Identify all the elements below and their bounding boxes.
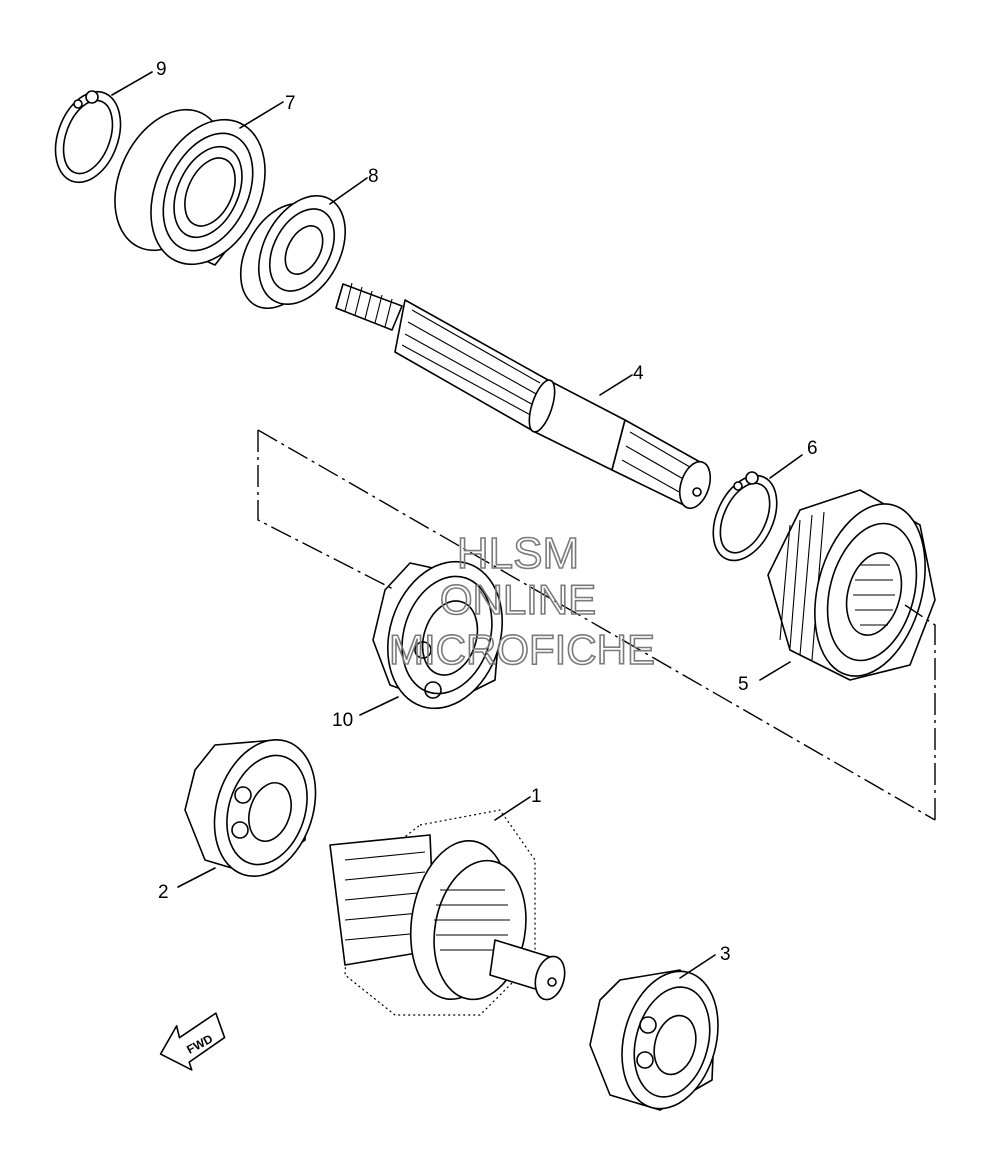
part-4-shaft[interactable] <box>335 282 716 512</box>
watermark-line-2: ONLINE <box>440 576 596 623</box>
part-9-circlip[interactable] <box>44 83 133 192</box>
assembly-centerline <box>257 429 936 821</box>
fwd-arrow-icon: FWD <box>159 1012 226 1071</box>
part-2-bearing[interactable] <box>184 727 332 890</box>
part-8-bearing[interactable] <box>224 181 363 322</box>
callout-10: 10 <box>332 710 353 731</box>
part-3-bearing[interactable] <box>589 960 733 1119</box>
part-6-circlip[interactable] <box>701 465 790 570</box>
callout-2: 2 <box>158 882 169 903</box>
part-1-gear-assembly[interactable] <box>329 809 569 1016</box>
callout-3: 3 <box>720 944 731 965</box>
callout-5: 5 <box>738 674 749 695</box>
callout-6: 6 <box>807 438 818 459</box>
part-7-bearing[interactable] <box>93 92 287 283</box>
watermark: HLSM ONLINE MICROFICHE <box>388 528 656 674</box>
callouts: 9 7 8 4 6 5 10 2 1 3 <box>156 59 818 965</box>
callout-1: 1 <box>531 786 542 807</box>
callout-7: 7 <box>285 93 296 114</box>
leader-lines <box>111 71 803 979</box>
watermark-line-1: HLSM <box>457 529 579 578</box>
callout-9: 9 <box>156 59 167 80</box>
callout-4: 4 <box>633 363 644 384</box>
watermark-line-3: MICROFICHE <box>389 626 655 673</box>
part-5-gear[interactable] <box>767 489 943 688</box>
part-10-bearing[interactable] <box>370 547 521 724</box>
callout-8: 8 <box>368 166 379 187</box>
